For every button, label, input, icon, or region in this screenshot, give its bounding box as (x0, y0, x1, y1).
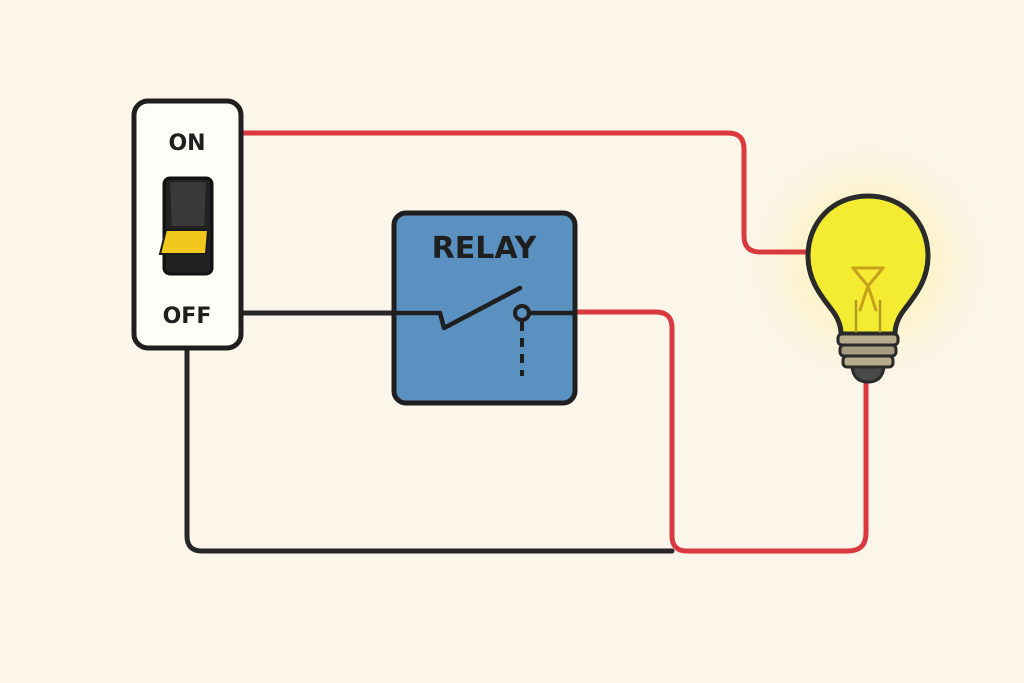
live-wire-relay-to-bulb (569, 309, 869, 554)
relay-contact-icon: RELAY (391, 210, 578, 406)
rocker-switch-icon[interactable]: ON OFF (131, 98, 244, 351)
relay-switch-arm (393, 285, 523, 331)
bulb-base-ring-2 (838, 343, 898, 358)
neutral-wire-return (184, 343, 675, 554)
bulb-contact-tip (850, 365, 886, 384)
live-wire-switch-to-bulb (237, 130, 815, 255)
bulb-base-ring-1 (836, 332, 900, 347)
bulb-filament (851, 266, 885, 312)
relay-contact-terminal (513, 304, 531, 322)
switch-off-label: OFF (163, 304, 212, 329)
bulb-base-ring-3 (841, 354, 895, 369)
bulb-filament-supports (854, 300, 882, 334)
relay-label: RELAY (432, 231, 538, 266)
rocker-top-face (170, 182, 206, 226)
light-bulb-icon (805, 193, 931, 384)
rocker-indicator (158, 229, 210, 255)
switch-on-label: ON (168, 131, 205, 156)
